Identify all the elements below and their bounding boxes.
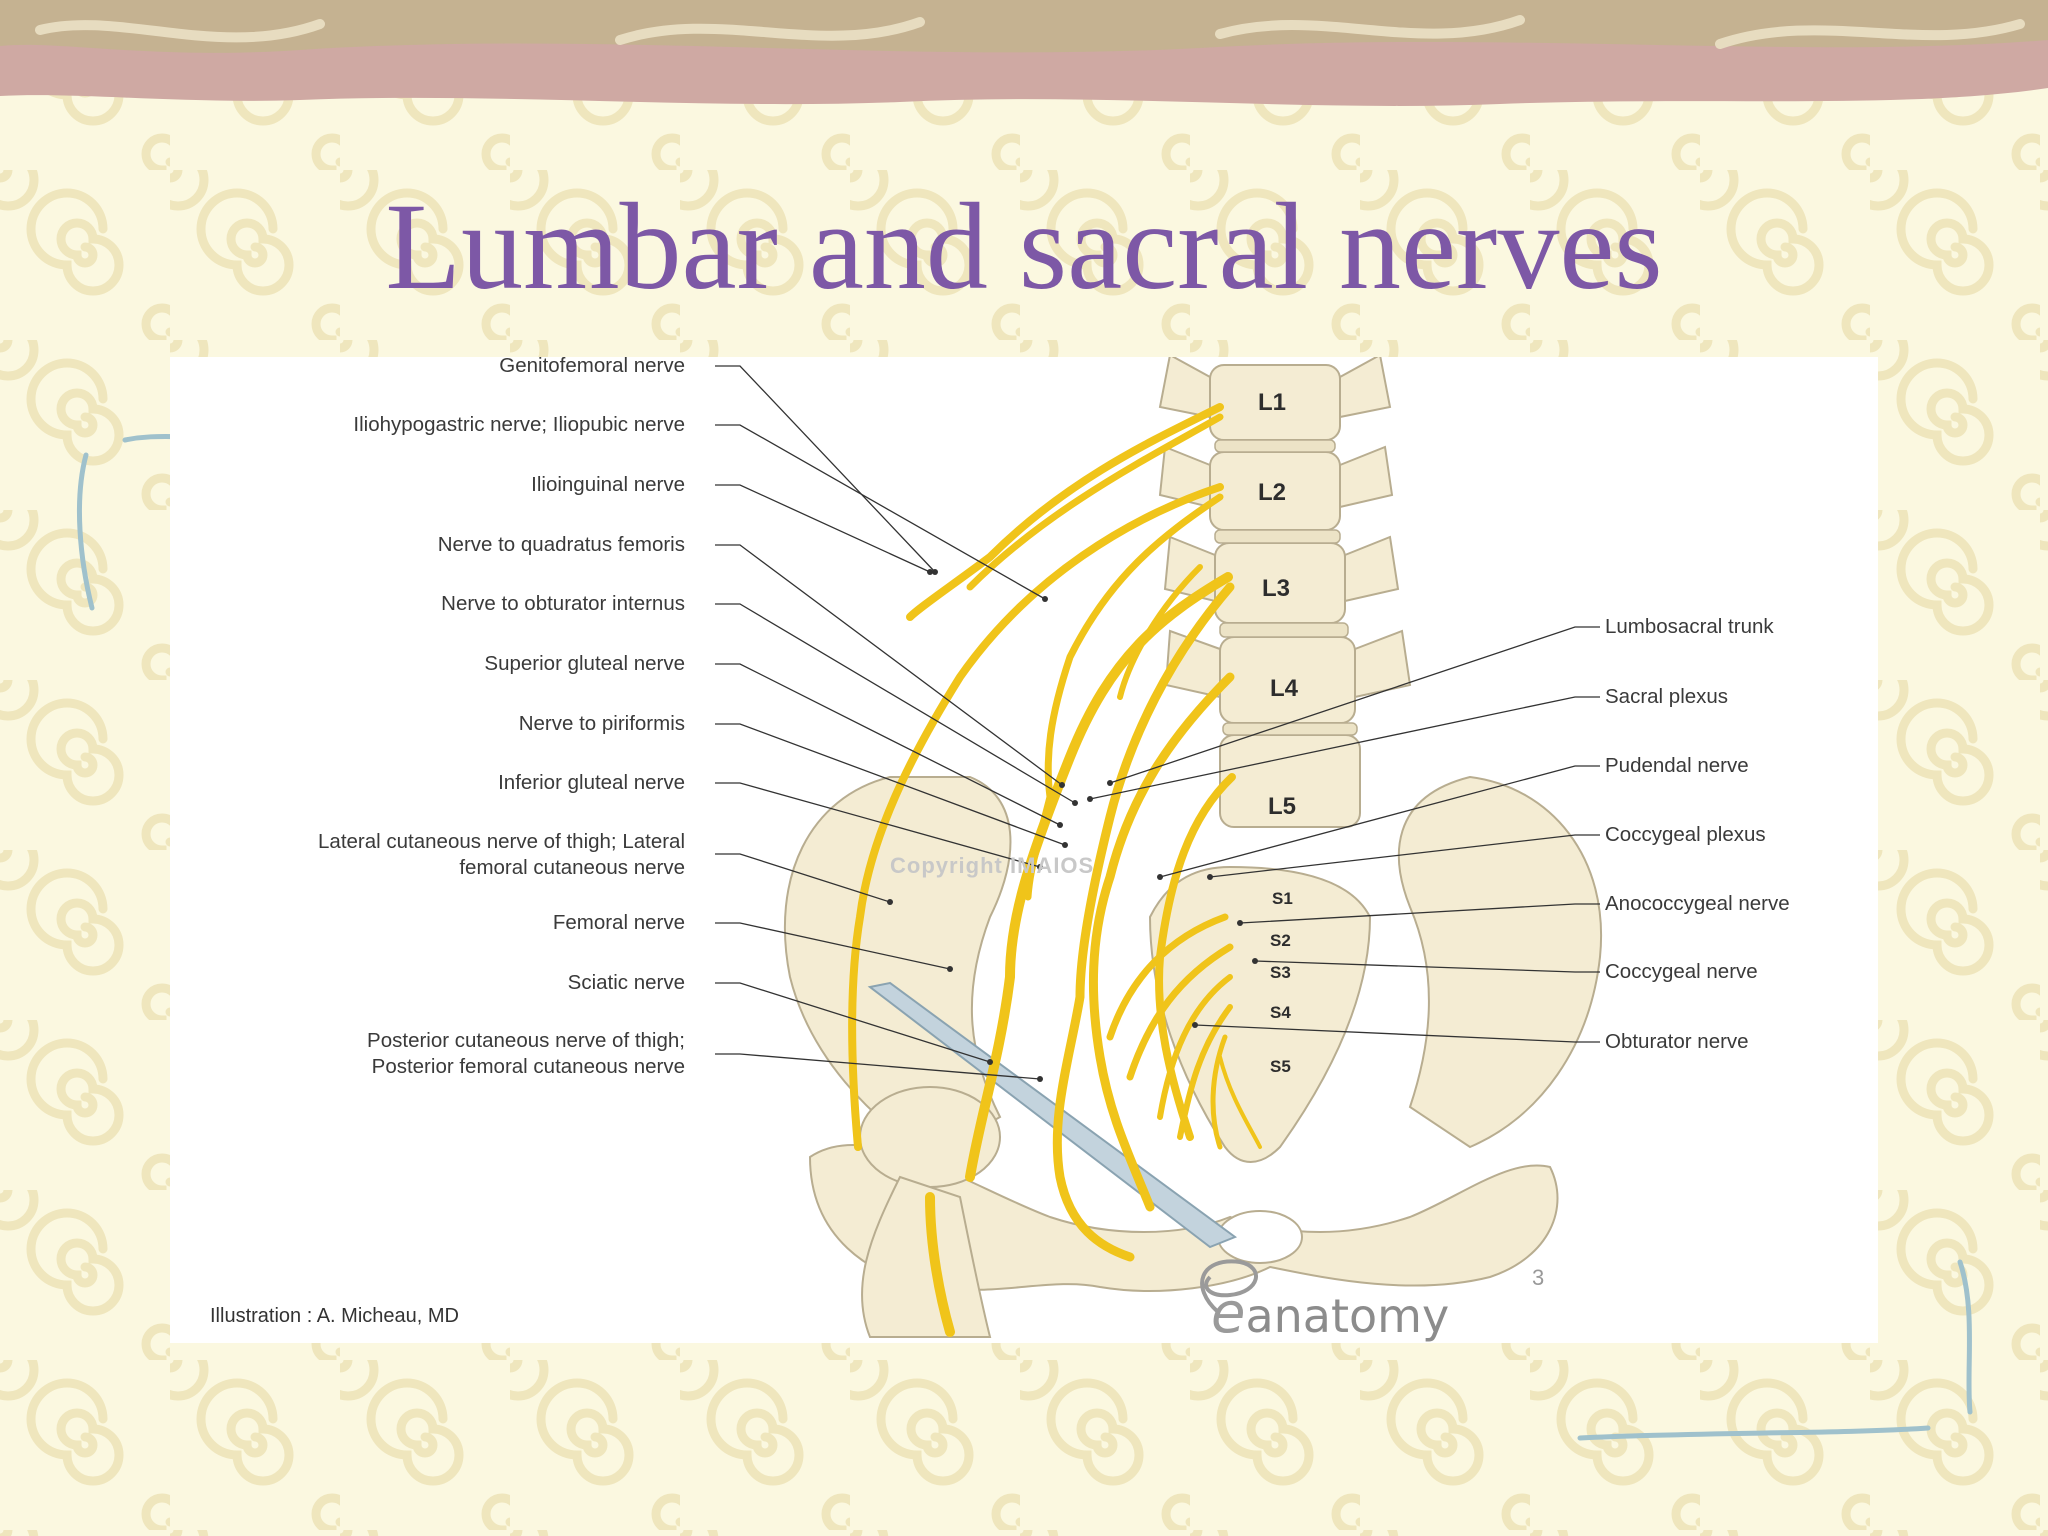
nerve-diagram-drawing [715,357,1603,1338]
label-femoral-nerve: Femoral nerve [552,911,685,934]
vertebra-label-l2: L2 [1258,479,1287,506]
label-posterior-cutaneous-nerve-of-thigh: Posterior cutaneous nerve of thigh;Poste… [367,1029,685,1078]
brand-logo-swoosh [1200,1259,1258,1314]
label-inferior-gluteal-nerve: Inferior gluteal nerve [498,771,685,794]
vertebra-label-s5: S5 [1270,1057,1291,1076]
label-coccygeal-plexus: Coccygeal plexus [1605,823,1766,846]
vertebra-label-s1: S1 [1272,889,1293,908]
label-nerve-to-piriformis: Nerve to piriformis [518,712,685,735]
label-pudendal-nerve: Pudendal nerve [1605,754,1749,777]
femur [860,1175,992,1338]
anatomy-illustration: L1 L2 L3 L4 L5 S1 S2 S3 S4 S5 Copyright … [170,357,1878,1343]
vertebra-label-l4: L4 [1270,675,1299,702]
vertebra-label-s4: S4 [1270,1003,1291,1022]
vertebra-label-s2: S2 [1270,931,1291,950]
brand-logo-text: eanatomy [1211,1281,1449,1343]
label-lumbosacral-trunk: Lumbosacral trunk [1605,615,1774,638]
leader-lines [715,365,1600,1080]
pubic-region [808,1144,1559,1292]
iliac-wing-right [1397,775,1603,1149]
label-coccygeal-nerve: Coccygeal nerve [1605,960,1758,983]
figure-page-number: 3 [1532,1265,1545,1290]
label-superior-gluteal-nerve: Superior gluteal nerve [484,652,685,675]
brand-initial: e [1211,1281,1246,1343]
label-nerve-to-quadratus-femoris: Nerve to quadratus femoris [437,533,685,556]
label-lateral-cutaneous-nerve-of-thigh: Lateral cutaneous nerve of thigh; Latera… [318,830,685,879]
label-ilioinguinal-nerve: Ilioinguinal nerve [531,473,685,496]
label-anococcygeal-nerve: Anococcygeal nerve [1605,892,1790,915]
slide-title: Lumbar and sacral nerves [385,178,1663,315]
label-obturator-nerve: Obturator nerve [1605,1030,1749,1053]
label-sacral-plexus: Sacral plexus [1605,685,1729,708]
vertebra-label-l5: L5 [1268,793,1297,820]
label-sciatic-nerve: Sciatic nerve [567,971,685,994]
label-iliohypogastric-nerve: Iliohypogastric nerve; Iliopubic nerve [353,413,685,436]
nerve-fibers [848,403,1262,1337]
sacrum [1148,865,1372,1163]
label-nerve-to-obturator-internus: Nerve to obturator internus [441,592,685,615]
vertebra-label-l1: L1 [1258,389,1287,416]
vertebra-label-l3: L3 [1262,575,1291,602]
label-genitofemoral-nerve: Genitofemoral nerve [499,357,685,377]
brand-name: anatomy [1245,1289,1450,1343]
illustration-credit: Illustration : A. Micheau, MD [210,1305,459,1327]
vertebra-label-s3: S3 [1270,963,1291,982]
copyright-watermark: Copyright IMAIOS [890,853,1095,878]
